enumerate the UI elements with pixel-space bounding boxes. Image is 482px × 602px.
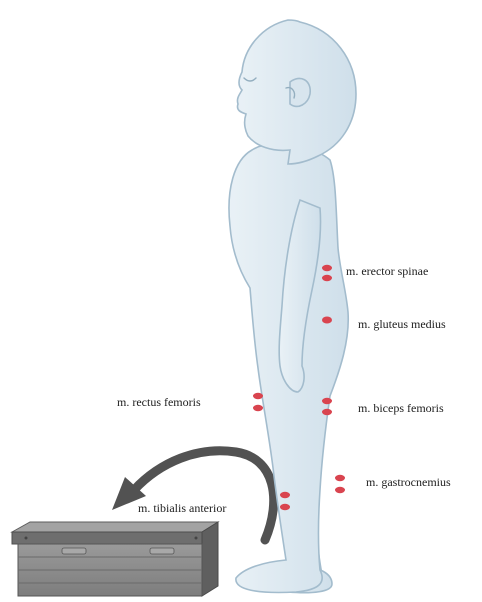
child-figure — [229, 20, 356, 593]
label-gluteus-medius: m. gluteus medius — [358, 318, 446, 330]
electrode-gluteus-medius — [322, 317, 332, 324]
label-biceps-femoris: m. biceps femoris — [358, 402, 444, 414]
label-rectus-femoris: m. rectus femoris — [117, 396, 201, 408]
label-erector-spinae: m. erector spinae — [346, 265, 428, 277]
label-tibialis-anterior: m. tibialis anterior — [138, 502, 226, 514]
electrode-gastrocnemius — [335, 475, 345, 493]
step-box — [12, 522, 218, 596]
label-gastrocnemius: m. gastrocnemius — [366, 476, 451, 488]
electrode-rectus-femoris — [253, 393, 263, 411]
